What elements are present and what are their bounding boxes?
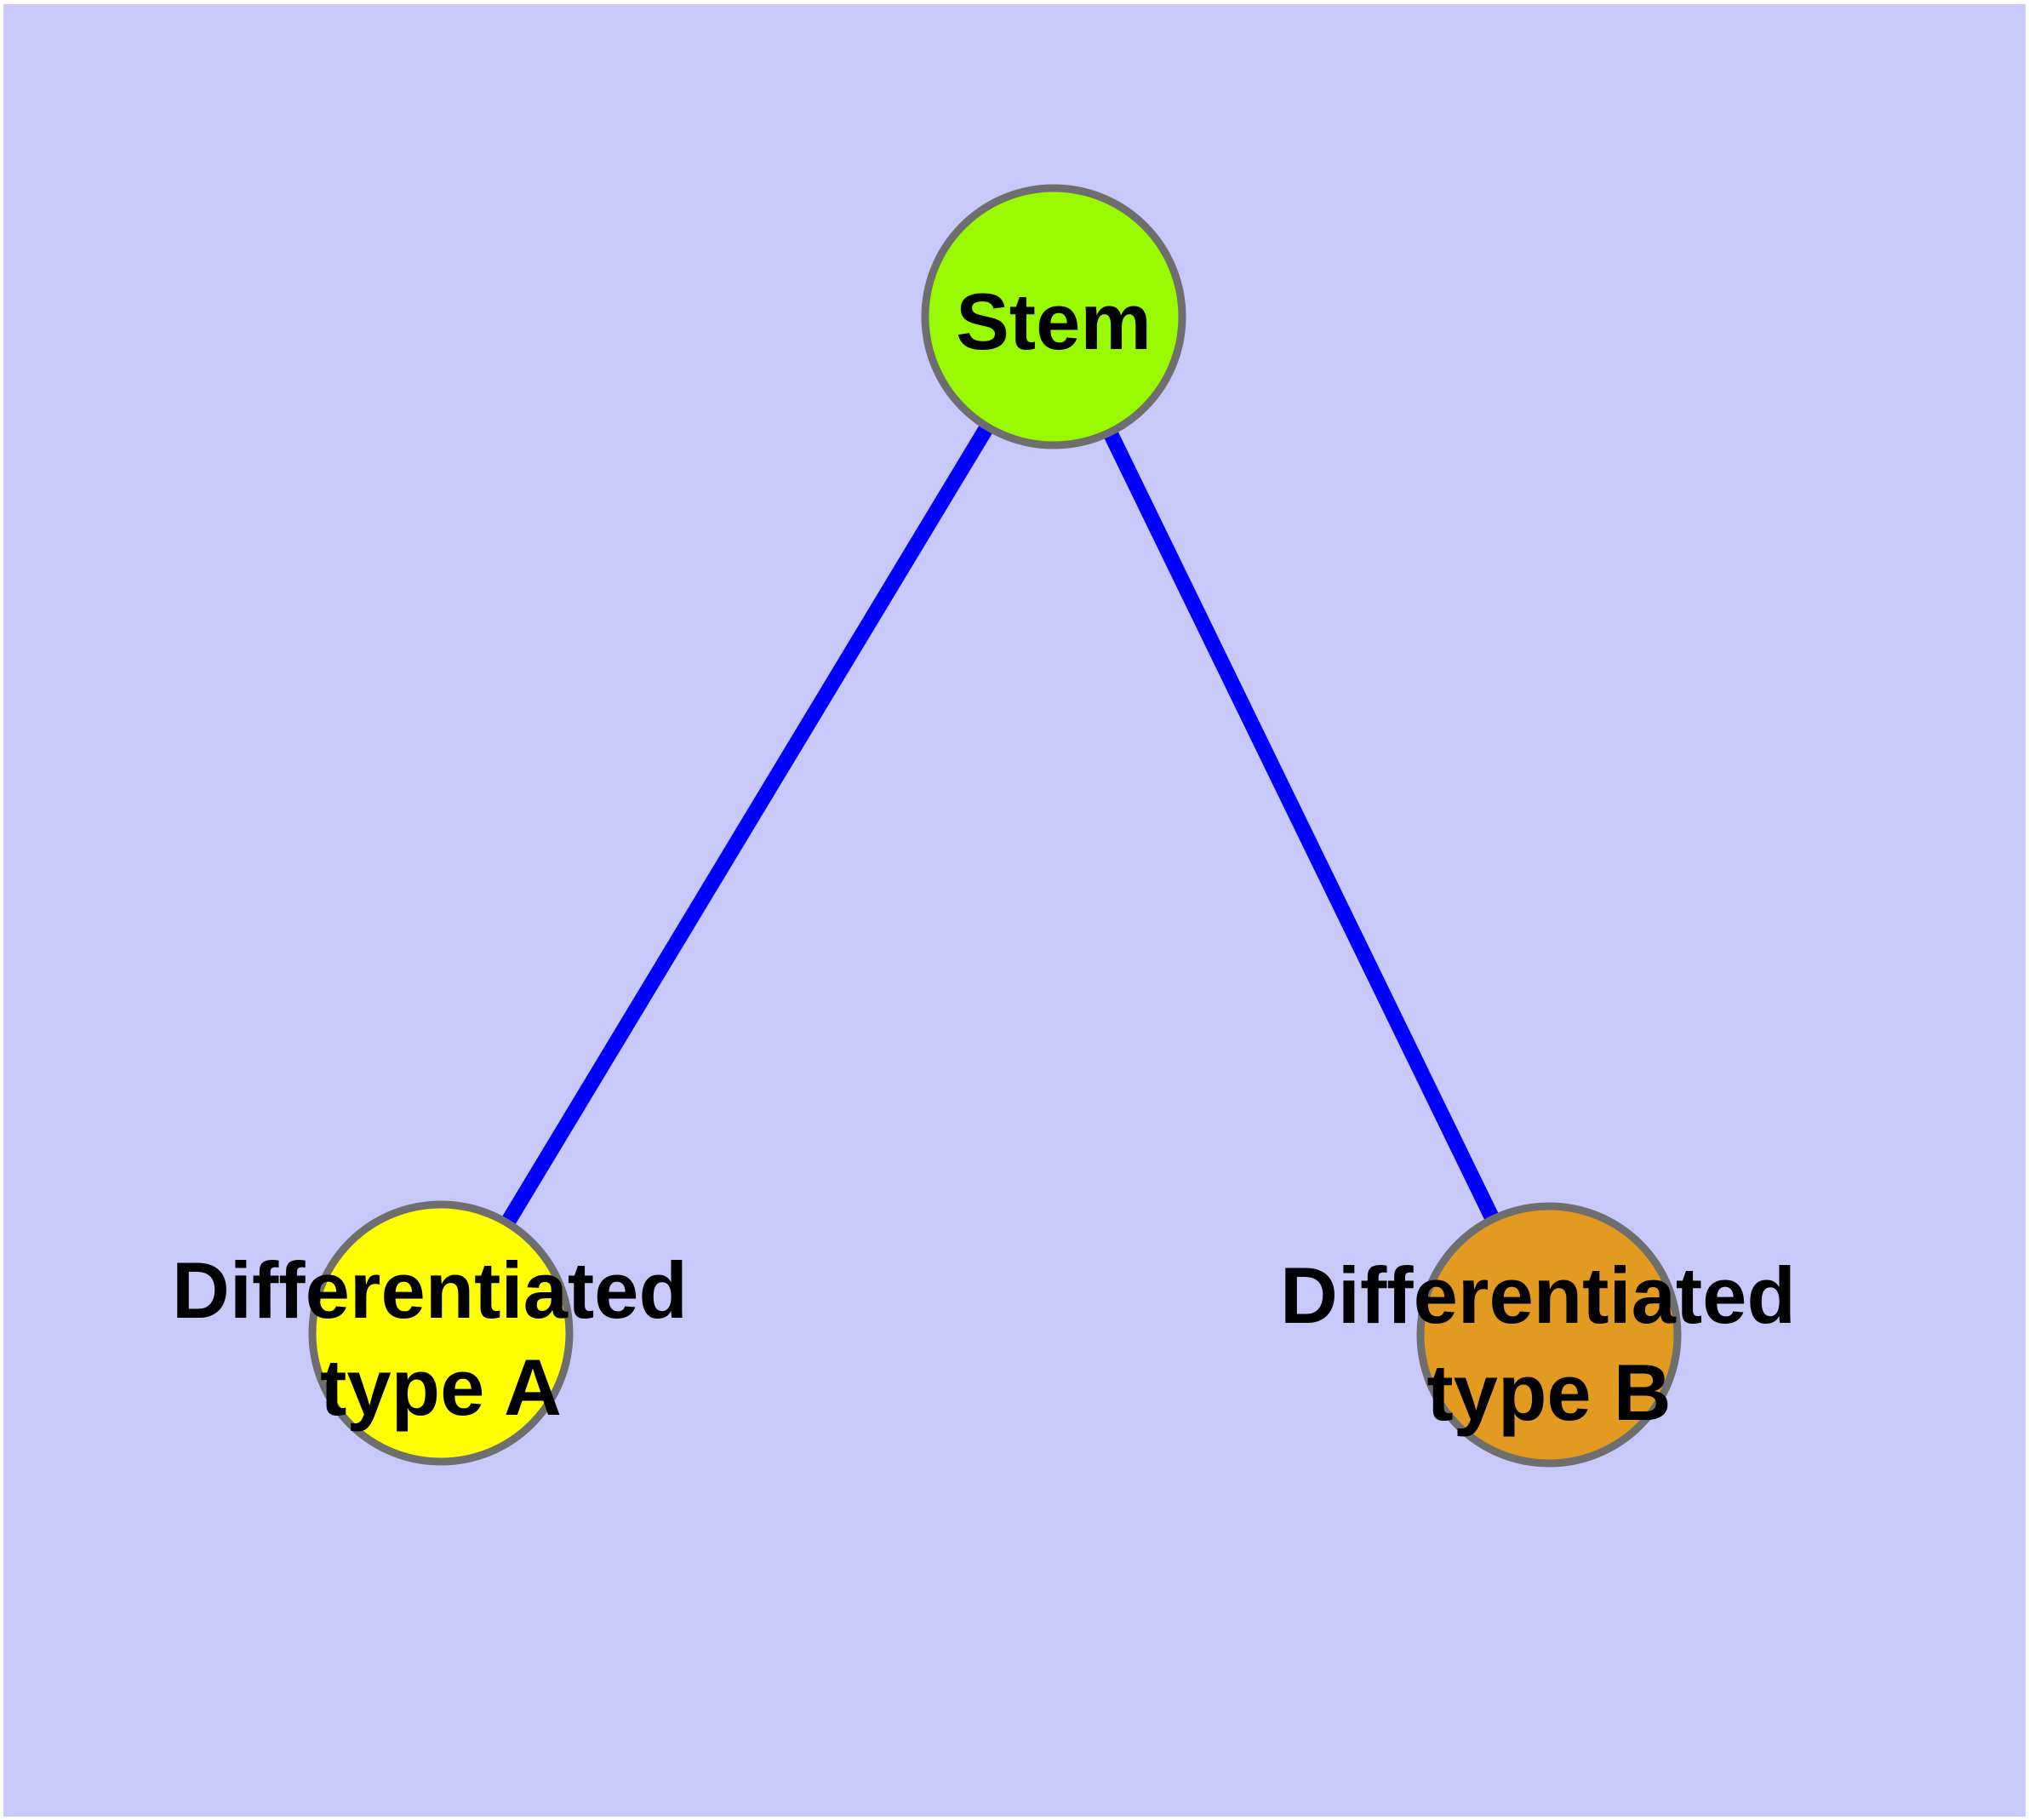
node-label-stem-line1: Stem bbox=[956, 277, 1152, 366]
node-label-differentiated-type-b: Differentiated type B bbox=[1280, 1251, 1818, 1437]
edge-stem-to-type-b bbox=[1046, 313, 1557, 1338]
edge-stem-to-type-a bbox=[434, 312, 1060, 1337]
node-differentiated-type-a bbox=[308, 1200, 574, 1466]
node-label-type-b-line1: Differentiated bbox=[1280, 1251, 1796, 1340]
node-label-stem: Stem bbox=[956, 277, 1152, 366]
node-stem bbox=[921, 184, 1186, 449]
node-label-type-a-line2: type A bbox=[320, 1342, 562, 1432]
node-label-differentiated-type-a: Differentiated type A bbox=[172, 1245, 710, 1432]
node-label-type-a-line1: Differentiated bbox=[172, 1245, 688, 1335]
node-differentiated-type-b bbox=[1416, 1202, 1682, 1468]
node-label-type-b-line2: type B bbox=[1426, 1348, 1671, 1437]
